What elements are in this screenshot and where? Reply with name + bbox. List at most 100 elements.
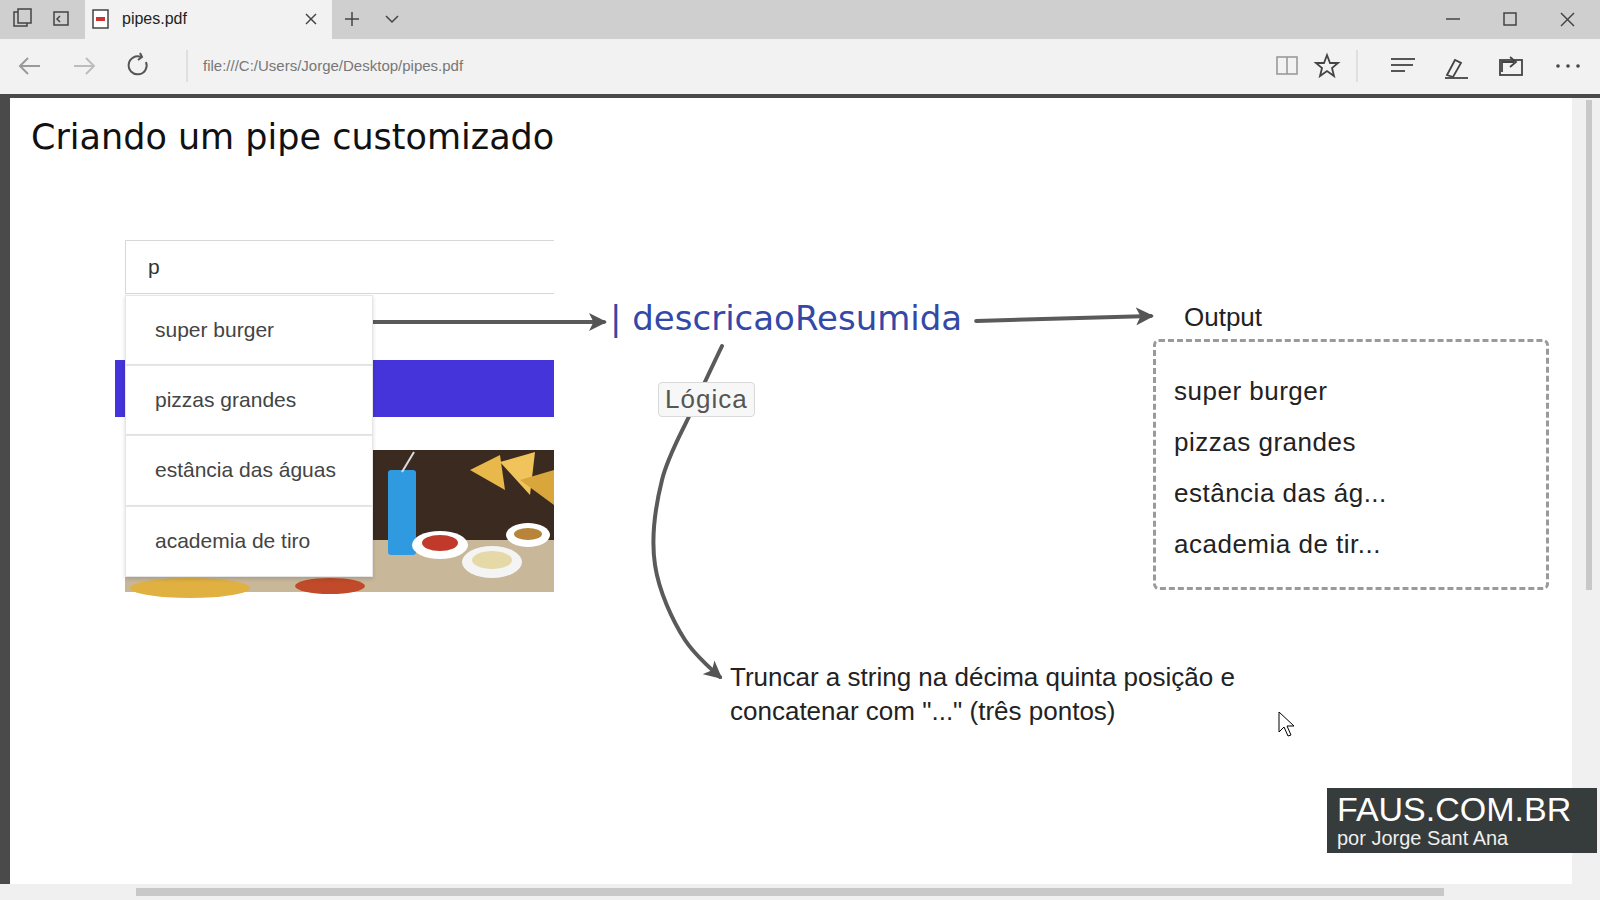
address-bar-part <box>129 53 147 74</box>
address-bar-part <box>1286 57 1288 74</box>
slide-title: Criando um pipe customizado <box>31 117 554 157</box>
address-bar-part <box>74 58 94 74</box>
address-bar-part <box>1556 64 1580 68</box>
tab-bar-part <box>57 16 60 22</box>
dropdown-item: pizzas grandes <box>125 365 373 435</box>
tab-bar-part <box>1446 18 1460 20</box>
address-bar-part <box>1316 55 1338 76</box>
arrow-connector <box>976 316 1151 321</box>
app-screenshot-part <box>295 578 365 594</box>
address-bar-part <box>1447 60 1461 77</box>
app-screenshot-part <box>472 551 512 569</box>
app-screenshot-part <box>422 535 458 551</box>
dropdown-item: super burger <box>125 295 373 365</box>
pdf-viewport-part <box>136 888 1444 896</box>
address-bar-part <box>1391 58 1415 60</box>
tab-bar-part <box>306 14 316 24</box>
tab-bar-part <box>54 12 68 25</box>
mouse-cursor <box>1279 712 1294 736</box>
app-screenshot-part <box>520 470 554 505</box>
tab-bar-part <box>93 10 108 28</box>
watermark-box: FAUS.COM.BRpor Jorge Sant Ana <box>1327 788 1597 853</box>
node-text: FAUS.COM.BR <box>1337 791 1587 827</box>
tab-bar-part <box>386 16 398 22</box>
address-bar-part <box>1277 57 1297 74</box>
app-screenshot-part <box>462 546 522 578</box>
tab-bar-part <box>85 0 332 39</box>
node-text: | descricaoResumida <box>610 296 962 340</box>
box-heading: Output <box>1153 296 1549 338</box>
address-bar-part <box>86 58 94 74</box>
search-input: p <box>125 240 554 294</box>
address-bar-part <box>1502 62 1514 72</box>
tab-bar <box>0 0 1600 39</box>
node-text: p <box>148 241 554 293</box>
dashed-frame: super burgerpizzas grandesestância das á… <box>1153 339 1549 590</box>
address-bar-part <box>1391 70 1405 72</box>
address-bar-part <box>1445 77 1468 79</box>
node-line: estância das ág... <box>1174 468 1546 519</box>
node-text: academia de tiro <box>155 507 372 575</box>
app-screenshot <box>115 360 554 598</box>
logic-note: Truncar a string na décima quinta posiçã… <box>730 660 1350 728</box>
pdf-viewport-part <box>10 98 1572 884</box>
pdf-viewport-part <box>1586 100 1592 590</box>
tab-bar-part <box>1504 13 1516 25</box>
app-screenshot-part <box>402 452 414 472</box>
output-box: Outputsuper burgerpizzas grandesestância… <box>1153 296 1549 590</box>
address-bar-part <box>1576 64 1580 68</box>
node-line: pizzas grandes <box>1174 417 1546 468</box>
dropdown-item: academia de tiro <box>125 506 373 577</box>
node-line: super burger <box>1174 366 1546 417</box>
tab-bar-part <box>1561 13 1574 26</box>
tab-bar-part <box>96 17 105 21</box>
app-screenshot-part <box>514 528 542 540</box>
pipe-name: | descricaoResumida <box>610 296 962 340</box>
app-screenshot-part <box>470 455 505 490</box>
address-bar-part <box>1316 55 1522 78</box>
node-text: Truncar a string na décima quinta posiçã… <box>730 660 1350 728</box>
address-bar-part <box>187 50 188 82</box>
app-screenshot-part <box>130 578 250 598</box>
node-line: por Jorge Sant Ana <box>1337 827 1587 849</box>
tab-bar-part <box>351 12 353 26</box>
address-bar-part <box>20 58 28 74</box>
app-screenshot-part <box>412 531 468 559</box>
node-text: pizzas grandes <box>155 366 372 434</box>
address-bar-part <box>138 53 142 60</box>
address-bar-part <box>1357 50 1358 82</box>
address-bar-part <box>1277 57 1297 74</box>
address-bar-part <box>1566 64 1570 68</box>
node-text: estância das águas <box>155 436 372 504</box>
app-screenshot-part <box>500 452 535 495</box>
address-bar-part <box>1510 57 1516 67</box>
mouse-cursor-part <box>1279 712 1294 736</box>
address-bar-part <box>20 65 40 67</box>
address-bar-part <box>20 58 40 74</box>
edge-label: Lógica <box>658 382 755 417</box>
address-bar-part <box>1500 60 1522 75</box>
address-bar-part <box>1556 64 1560 68</box>
address-bar-part <box>74 65 94 67</box>
address-url: file:///C:/Users/Jorge/Desktop/pipes.pdf <box>203 57 463 74</box>
pdf-viewport <box>0 94 1600 900</box>
address-bar-part <box>1391 64 1413 66</box>
tab-bar-part <box>14 9 1574 28</box>
pdf-viewport-part <box>0 884 1600 900</box>
dropdown-item: estância das águas <box>125 435 373 506</box>
tab-bar-part <box>0 0 1600 39</box>
tab-title: pipes.pdf <box>122 10 187 28</box>
node-text: Output <box>1153 296 1549 338</box>
address-bar-part <box>0 39 1600 94</box>
node-text: super burger <box>155 296 372 364</box>
tab-bar-part <box>306 14 316 24</box>
tab-bar-part <box>18 9 31 23</box>
address-bar <box>0 39 1600 94</box>
pdf-viewport-part <box>0 94 1600 900</box>
pdf-viewport-part <box>1572 98 1600 884</box>
arrow-connector <box>373 320 604 324</box>
app-screenshot-part <box>388 470 416 555</box>
tab-bar-part <box>1561 13 1574 26</box>
node-line: academia de tir... <box>1174 519 1546 570</box>
